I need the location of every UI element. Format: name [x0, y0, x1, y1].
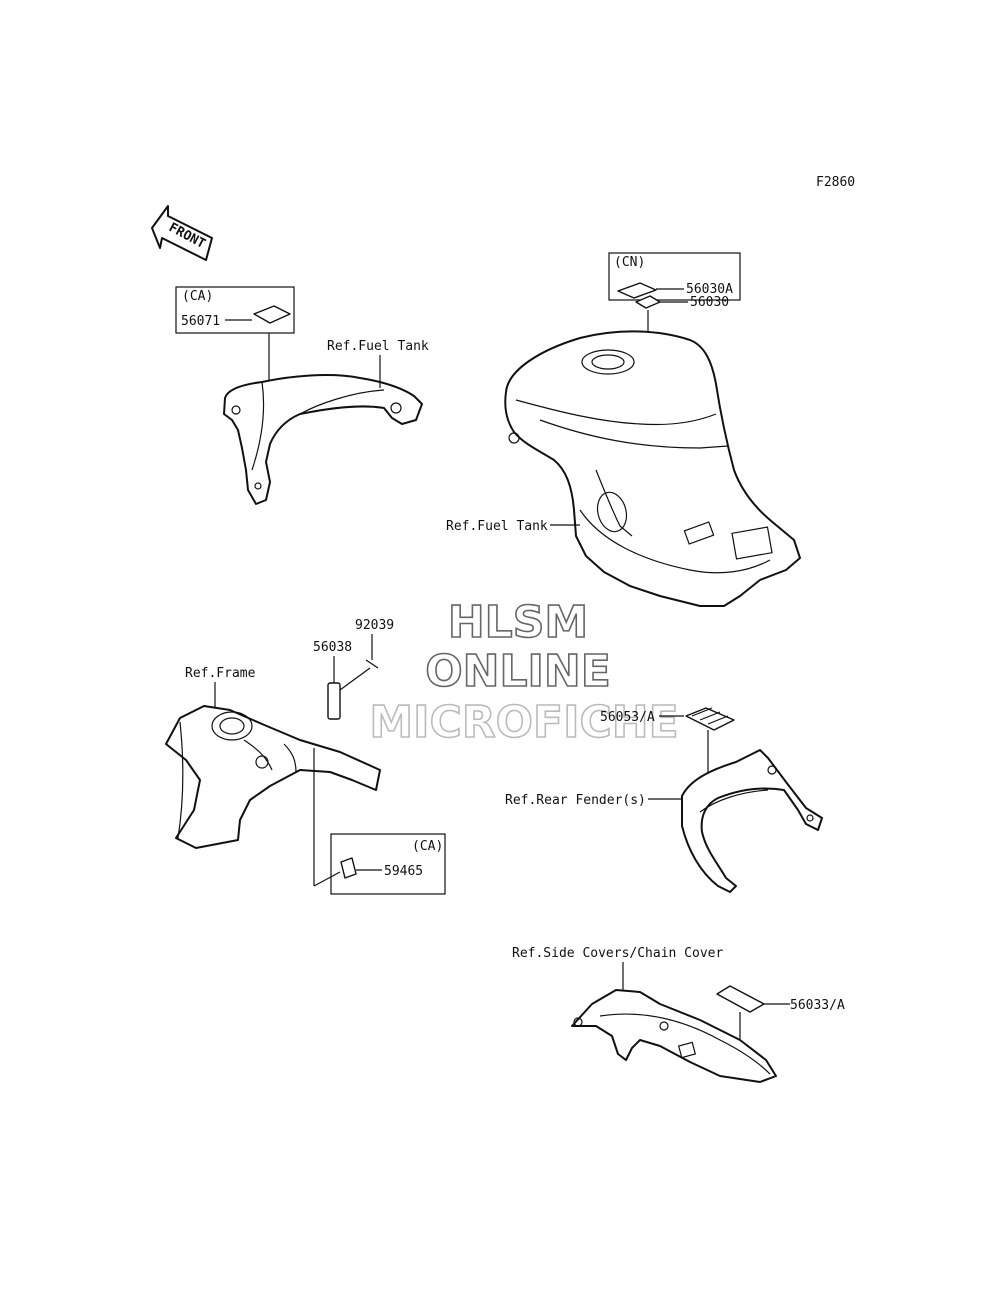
fuel-tank-cover-drawing [223, 374, 423, 505]
ref-rear-fender-label: Ref.Rear Fender(s) [505, 793, 646, 808]
front-arrow-icon: FRONT [151, 205, 213, 261]
ref-fuel-tank-right-label: Ref.Fuel Tank [446, 519, 548, 534]
ca-box-59465: (CA) 59465 [330, 833, 446, 895]
ref-fuel-tank-left-label: Ref.Fuel Tank [327, 339, 429, 354]
ref-frame-label: Ref.Frame [185, 666, 256, 681]
part-number-56053A: 56053/A [600, 710, 655, 725]
decal-56071-icon [253, 305, 291, 324]
ref-side-covers-label: Ref.Side Covers/Chain Cover [512, 946, 723, 961]
rear-fender-drawing [681, 749, 823, 893]
ca-box1-tag: (CA) [182, 289, 213, 304]
part-number-56030: 56030 [690, 295, 729, 310]
clip-92039-icon [365, 659, 379, 669]
part-number-56033A: 56033/A [790, 998, 845, 1013]
part-number-59465: 59465 [384, 864, 423, 879]
cn-box-tag: (CN) [614, 255, 645, 270]
chain-cover-drawing [571, 989, 777, 1083]
decal-59465-icon [340, 857, 357, 879]
ca-box2-tag: (CA) [412, 839, 443, 854]
watermark: HLSM ONLINE MICROFICHE [369, 596, 680, 749]
cn-box-56030A: (CN) 56030A [608, 252, 741, 301]
decal-56033A-icon [716, 985, 765, 1013]
figure-code: F2860 [816, 175, 855, 190]
fuel-tank-drawing [504, 330, 801, 607]
frame-drawing [165, 705, 381, 849]
tag-56038-icon [327, 667, 371, 720]
decal-56053A-icon [685, 707, 735, 731]
ca-box-56071: (CA) 56071 [175, 286, 295, 388]
watermark-line2: ONLINE [425, 646, 611, 697]
part-number-56038: 56038 [313, 640, 352, 655]
part-number-56030A: 56030A [686, 282, 733, 297]
watermark-line3: MICROFICHE [369, 697, 678, 748]
decal-56030A-icon [617, 282, 657, 299]
decal-56030-icon [635, 295, 661, 309]
watermark-line1: HLSM [448, 597, 588, 648]
part-number-56071: 56071 [181, 314, 220, 329]
part-number-92039: 92039 [355, 618, 394, 633]
